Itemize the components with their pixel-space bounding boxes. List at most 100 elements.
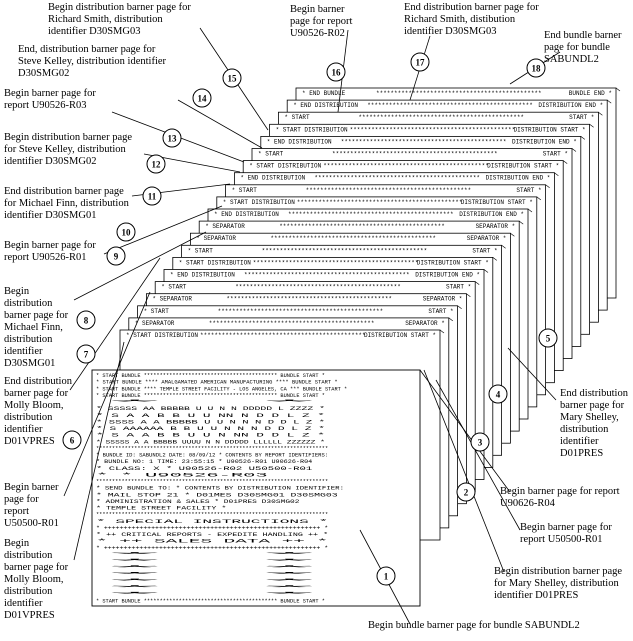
marker-3: 3 [470, 432, 490, 452]
front-page-line: * ++ SALES DATA ++ * [96, 539, 328, 545]
front-page-line: * START BUNDLE *************************… [96, 598, 325, 604]
svg-text:16: 16 [332, 68, 342, 78]
marker-11: 11 [142, 186, 162, 206]
callout-3: Begin barner page for report U50500-R01 [520, 522, 612, 545]
front-page-line: * ++++++++++++++++++++++++++++++++++++++… [96, 525, 328, 531]
front-page-line: * ++ CRITICAL REPORTS - EXPEDITE HANDLIN… [96, 532, 328, 538]
front-page-line: * SSSSS A A BBBBB UUUU N N DDDDD LLLLLL … [96, 439, 325, 445]
marker-1: 1 [376, 566, 396, 586]
front-page-line: * * U90526-R03 [96, 472, 268, 478]
sheet-right-label: BUNDLE END * [569, 90, 612, 97]
svg-text:******************************: ****************************************… [235, 284, 401, 291]
marker-8: 8 [76, 310, 96, 330]
marker-14: 14 [192, 88, 212, 108]
sheet-left-label: * START [188, 247, 214, 254]
front-page-line: * TEMPLE STREET FACILITY * [96, 506, 226, 512]
leader-line [103, 205, 223, 255]
marker-12: 12 [146, 154, 166, 174]
callout-17: End distribution barner page for Richard… [404, 2, 539, 37]
callout-1: Begin bundle barner page for bundle SABU… [368, 620, 580, 631]
front-page-line: * * [96, 592, 328, 598]
leader-line [507, 347, 557, 401]
sheet-right-label: START * [543, 151, 568, 158]
svg-text:******************************: ****************************************… [226, 296, 392, 303]
sheet-left-label: * START DISTRIBUTION [179, 259, 251, 266]
front-page-line: * START BUNDLE **** AMALGAMATED AMERICAN… [96, 380, 338, 386]
sheet-left-label: * START [161, 284, 187, 291]
sheet-right-label: SEPARATOR * [405, 320, 445, 327]
svg-text:12: 12 [152, 160, 162, 170]
callout-9: Begin distribution barner page for Micha… [4, 286, 69, 369]
sheet-right-label: DISTRIBUTION START * [514, 126, 586, 133]
sheet-left-label: * END DISTRIBUTION [267, 138, 332, 145]
marker-18: 18 [526, 58, 546, 78]
front-page-line: * ++++++++++++++++++++++++++++++++++++++… [96, 545, 328, 551]
svg-text:******************************: ****************************************… [306, 187, 472, 194]
sheet-right-label: DISTRIBUTION END * [538, 102, 603, 109]
sheet-left-label: * START [284, 114, 310, 121]
front-page-line: * SSSS A A BBBBB U U N N N D D L Z * [96, 419, 325, 425]
svg-text:2: 2 [464, 488, 469, 498]
sheet-left-label: * START [144, 308, 170, 315]
leader-line [177, 99, 263, 149]
svg-text:7: 7 [84, 350, 89, 360]
svg-text:******************************: ****************************************… [262, 247, 428, 254]
front-page-line: * * [96, 585, 328, 591]
marker-13: 13 [162, 128, 182, 148]
sheet-left-label: * START [232, 187, 258, 194]
leader-line [63, 291, 151, 497]
front-page-line: * * [96, 579, 328, 585]
sheet-left-label: * START [258, 151, 284, 158]
front-page-line: * SPECIAL INSTRUCTIONS * [96, 519, 328, 525]
marker-16: 16 [326, 62, 346, 82]
sheet-right-label: START * [428, 308, 453, 315]
front-page-line: * S A A B B U U N NN D D L Z * [96, 433, 325, 439]
sheet-right-label: SEPARATOR * [476, 223, 516, 230]
front-page-line: * * [96, 552, 328, 558]
sheet-right-label: SEPARATOR * [423, 296, 463, 303]
front-bundle-banner: * START BUNDLE *************************… [91, 369, 421, 607]
sheet-left-label: * END DISTRIBUTION [214, 211, 279, 218]
leader-line [73, 341, 125, 561]
svg-text:14: 14 [198, 94, 208, 104]
callout-15: Begin distribution barner page for Richa… [48, 2, 191, 37]
callout-16: Begin barner page for report U90526-R02 [290, 4, 353, 39]
svg-text:******************************: ****************************************… [350, 126, 516, 133]
callout-7: Begin barner page for report U50500-R01 [4, 482, 59, 529]
marker-9: 9 [106, 246, 126, 266]
svg-text:******************************: ****************************************… [288, 211, 454, 218]
sheet-right-label: START * [569, 114, 594, 121]
sheet-right-label: DISTRIBUTION END * [415, 272, 480, 279]
callout-5: End distribution barner page for Mary Sh… [560, 388, 628, 459]
callout-13: Begin barner page for report U90526-R03 [4, 88, 96, 111]
svg-text:******************************: ****************************************… [376, 90, 542, 97]
svg-text:******************************: ****************************************… [367, 102, 533, 109]
leader-line [435, 379, 521, 531]
leader-line [69, 257, 161, 391]
svg-text:15: 15 [228, 74, 238, 84]
front-page-line: * MAIL STOP 21 * D01MES D30SMG01 D30SMG0… [96, 492, 338, 498]
marker-15: 15 [222, 68, 242, 88]
marker-4: 4 [488, 384, 508, 404]
front-page-line: * SEND BUNDLE TO: * CONTENTS BY DISTRIBU… [96, 486, 344, 492]
sheet-left-label: * END BUNDLE [302, 90, 346, 97]
svg-text:******************************: ****************************************… [297, 199, 463, 206]
sheet-right-label: SEPARATOR * [467, 235, 507, 242]
marker-5: 5 [538, 328, 558, 348]
sheet-left-label: * START DISTRIBUTION [249, 163, 321, 170]
sheet-left-label: * START DISTRIBUTION [223, 199, 295, 206]
sheet-left-label: * END DISTRIBUTION [170, 272, 235, 279]
svg-text:8: 8 [84, 316, 89, 326]
front-page-line: * S A A B B U U NN N D D L Z * [96, 413, 325, 419]
sheet-left-label: * START DISTRIBUTION [126, 332, 198, 339]
front-page-line: * S AAAAAA B B U U N N N D D L Z * [96, 426, 325, 432]
front-page-line: * START BUNDLE *************************… [96, 393, 325, 399]
front-page-line: * START BUNDLE *************************… [96, 373, 325, 379]
marker-17: 17 [410, 52, 430, 72]
front-page-line: * * [96, 400, 328, 406]
svg-text:******************************: ****************************************… [270, 235, 436, 242]
marker-6: 6 [62, 430, 82, 450]
front-page-line: * BUNDLE ID: SABUNDL2 DATE: 08/09/12 * C… [96, 453, 328, 459]
